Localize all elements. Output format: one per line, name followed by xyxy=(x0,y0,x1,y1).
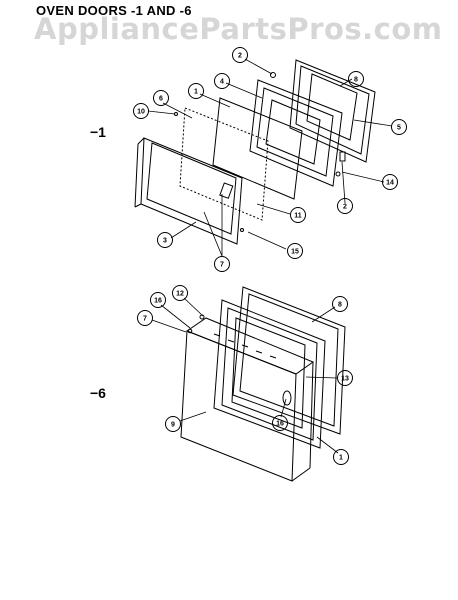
callout-text: 3 xyxy=(163,238,167,245)
door-assembly-6: 12 8 16 7 13 9 16 1 xyxy=(137,285,353,482)
callout-5: 5 xyxy=(391,119,407,135)
callout-3: 3 xyxy=(157,232,173,248)
section-label-6: −6 xyxy=(90,385,106,401)
callout-2-top: 2 xyxy=(232,47,248,63)
callouts-1: 2 8 4 1 6 10 5 14 2 11 3 7 15 xyxy=(133,47,407,272)
part-hardware xyxy=(174,72,346,232)
callout-8-bottom: 8 xyxy=(332,296,348,312)
callout-4: 4 xyxy=(214,73,230,89)
part-insulation xyxy=(179,107,269,221)
callout-text: 16 xyxy=(276,421,284,428)
callout-text: 13 xyxy=(341,376,349,383)
callouts-6: 12 8 16 7 13 9 16 1 xyxy=(137,285,353,465)
callout-text: 7 xyxy=(220,262,224,269)
callout-8-top: 8 xyxy=(348,71,364,87)
callout-text: 5 xyxy=(397,125,401,132)
part-front-panel xyxy=(134,137,243,245)
callout-text: 1 xyxy=(339,455,343,462)
callout-text: 14 xyxy=(386,180,394,187)
callout-11: 11 xyxy=(290,207,306,223)
watermark: AppliancePartsPros.com xyxy=(34,12,443,46)
door-assembly-1: 2 8 4 1 6 10 5 14 2 11 3 7 15 xyxy=(133,47,407,272)
callout-12: 12 xyxy=(172,285,188,301)
callout-text: 11 xyxy=(294,213,302,220)
part-frame xyxy=(249,79,343,187)
leader-lines-6 xyxy=(151,297,339,454)
callout-text: 8 xyxy=(354,77,358,84)
callout-text: 15 xyxy=(291,249,299,256)
callout-13: 13 xyxy=(337,370,353,386)
callout-text: 2 xyxy=(343,204,347,211)
part-hardware xyxy=(187,314,205,334)
callout-7-top: 7 xyxy=(214,256,230,272)
callout-7-bottom: 7 xyxy=(137,310,153,326)
callout-2-bottom: 2 xyxy=(337,198,353,214)
callout-text: 6 xyxy=(159,96,163,103)
callout-text: 7 xyxy=(143,316,147,323)
callout-text: 12 xyxy=(176,291,184,298)
callout-text: 4 xyxy=(220,79,224,86)
callout-6: 6 xyxy=(153,90,169,106)
callout-16-bottom: 16 xyxy=(272,415,288,431)
part-door-panel xyxy=(180,317,315,482)
callout-text: 2 xyxy=(238,53,242,60)
callout-text: 9 xyxy=(171,422,175,429)
part-rear-panel xyxy=(232,286,346,435)
section-label-1: −1 xyxy=(90,124,106,140)
part-inner-glass xyxy=(213,299,326,449)
callout-10: 10 xyxy=(133,103,149,119)
page-title: OVEN DOORS -1 AND -6 xyxy=(36,3,192,18)
callout-text: 10 xyxy=(137,109,145,116)
callout-text: 16 xyxy=(154,298,162,305)
callout-15: 15 xyxy=(287,243,303,259)
leader-lines-1 xyxy=(147,58,393,257)
callout-text: 1 xyxy=(194,89,198,96)
callout-1-top: 1 xyxy=(188,83,204,99)
callout-14: 14 xyxy=(382,174,398,190)
callout-16-top: 16 xyxy=(150,292,166,308)
callout-1-bottom: 1 xyxy=(333,449,349,465)
callout-text: 8 xyxy=(338,302,342,309)
part-glass xyxy=(212,97,303,200)
callout-9: 9 xyxy=(165,416,181,432)
